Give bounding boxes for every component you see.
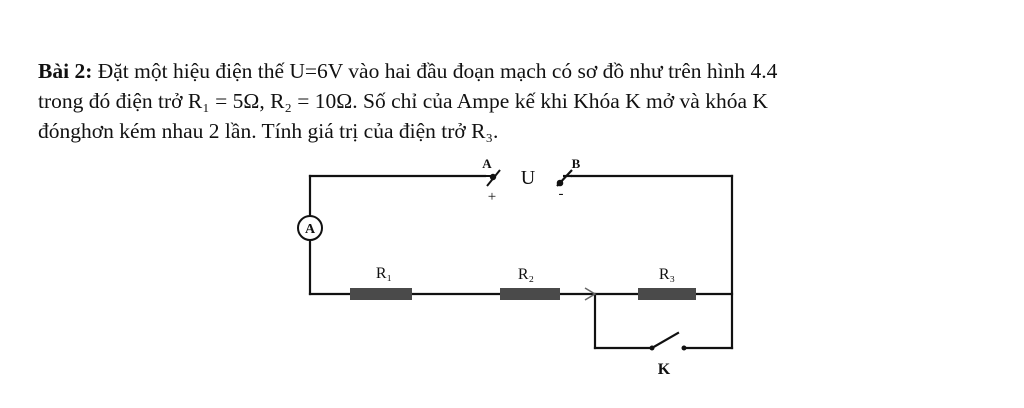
problem-line-2: trong đó điện trở R₁ = 5Ω, R₂ = 10Ω. Số … <box>38 89 768 113</box>
plus-sign: + <box>488 189 496 205</box>
switch-label: K <box>658 361 671 378</box>
ammeter-label: A <box>305 222 316 237</box>
switch-blade <box>650 331 680 350</box>
switch-contact-left <box>649 345 655 351</box>
minus-sign: - <box>559 186 564 202</box>
terminal-b <box>556 169 573 187</box>
resistor-r1 <box>350 288 412 300</box>
terminal-a-label: A <box>482 156 492 171</box>
problem-line-1-text: Đặt một hiệu điện thế U=6V vào hai đầu đ… <box>92 59 778 83</box>
problem-line-1: Bài 2: Đặt một hiệu điện thế U=6V vào ha… <box>38 56 1006 86</box>
ammeter-circle <box>297 215 323 241</box>
switch-contact-right <box>681 345 687 351</box>
problem-label: Bài 2: <box>38 59 93 83</box>
problem-line-3: đónghơn kém nhau 2 lần. Tính giá trị của… <box>38 119 499 143</box>
r2-label: R₂ <box>518 266 534 283</box>
resistor-r3 <box>638 288 696 300</box>
junction-marker <box>584 287 597 301</box>
terminal-a <box>485 169 501 187</box>
problem-statement: Bài 2: Đặt một hiệu điện thế U=6V vào ha… <box>38 56 1006 146</box>
r3-label: R₃ <box>659 266 675 283</box>
terminal-b-label: B <box>572 156 581 171</box>
resistor-r2 <box>500 288 560 300</box>
source-label: U <box>521 167 536 189</box>
r1-label: R₁ <box>376 265 392 282</box>
